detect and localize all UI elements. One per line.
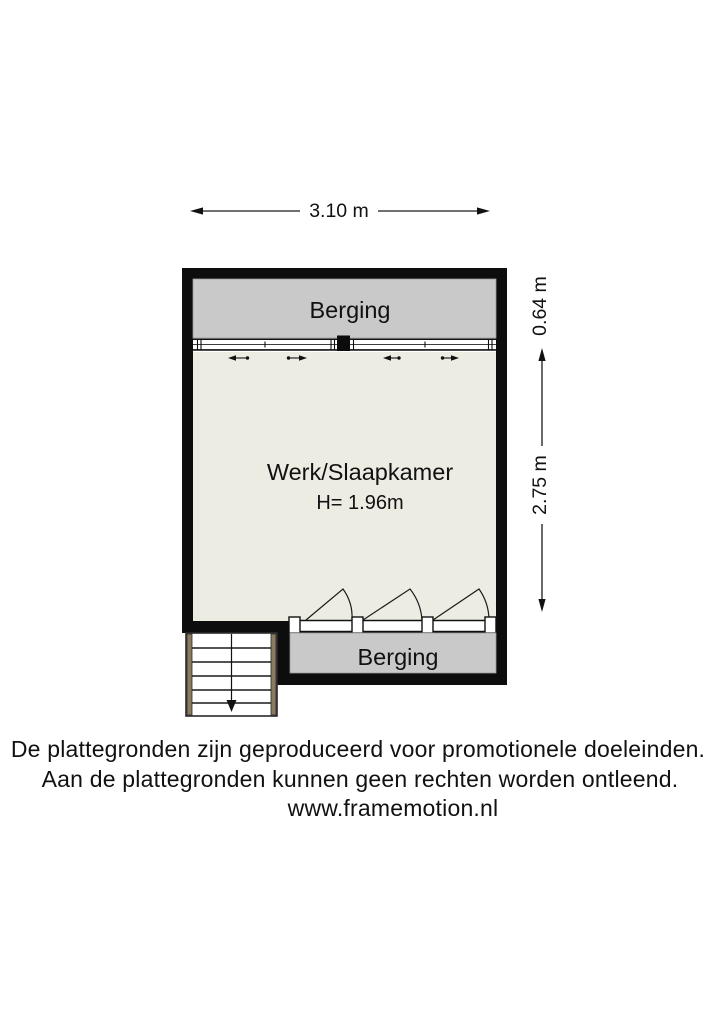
staircase xyxy=(185,632,278,717)
slide-arrow-right-icon xyxy=(440,355,459,361)
door-post xyxy=(351,616,364,634)
stair-rail-right xyxy=(270,633,277,716)
dimension-main-label: 2.75 m xyxy=(529,455,551,515)
track-center-post xyxy=(337,335,350,351)
arrow-up-icon xyxy=(538,348,546,361)
room-main xyxy=(193,352,496,621)
stair-rail-left xyxy=(186,633,193,716)
door-post xyxy=(484,616,497,634)
room-storage-bottom xyxy=(289,632,497,674)
stair-direction-arrow-icon xyxy=(226,700,237,712)
door-threshold-band xyxy=(289,619,497,633)
arrow-left-icon xyxy=(190,207,203,215)
track-ticks xyxy=(196,338,493,351)
door-post xyxy=(288,616,301,634)
door-post xyxy=(421,616,434,634)
sliding-track xyxy=(193,335,496,352)
room-main-label: Werk/Slaapkamer xyxy=(267,459,453,485)
footer-line-3: www.framemotion.nl xyxy=(287,795,499,821)
arrow-down-icon xyxy=(538,599,546,612)
footer: De plattegronden zijn geproduceerd voor … xyxy=(11,736,705,821)
door-openings xyxy=(288,588,497,634)
arrow-right-icon xyxy=(477,207,490,215)
sliding-door-arrows xyxy=(228,355,459,361)
dimension-right: 0.64 m 2.75 m xyxy=(529,276,551,612)
dimension-storage-top-label: 0.64 m xyxy=(529,276,551,336)
room-main-height-label: H= 1.96m xyxy=(316,492,403,514)
slide-arrow-right-icon xyxy=(286,355,307,361)
slide-arrow-left-icon xyxy=(383,355,401,361)
dimension-top-label: 3.10 m xyxy=(309,200,369,222)
room-storage-top-label: Berging xyxy=(310,297,391,323)
room-storage-top xyxy=(192,278,497,339)
slide-arrow-left-icon xyxy=(228,355,250,361)
dimension-top: 3.10 m xyxy=(190,200,490,222)
room-storage-bottom-label: Berging xyxy=(358,644,439,670)
footer-line-1: De plattegronden zijn geproduceerd voor … xyxy=(11,736,705,762)
footer-line-2: Aan de plattegronden kunnen geen rechten… xyxy=(42,766,679,792)
